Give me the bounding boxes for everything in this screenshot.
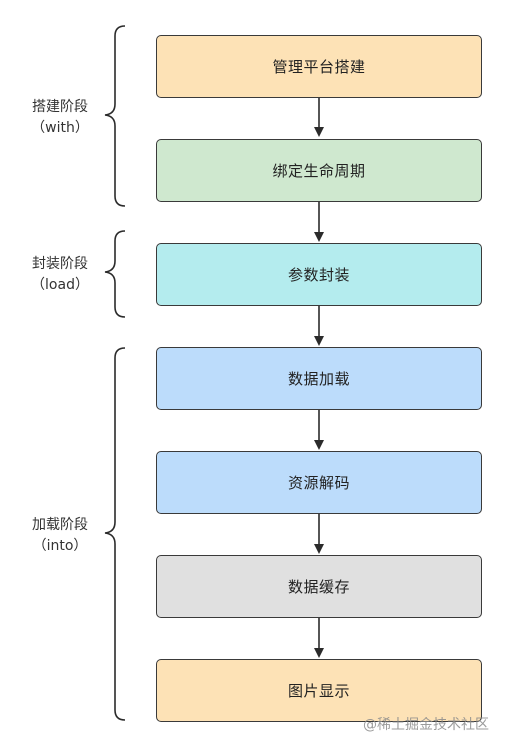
brace-with xyxy=(104,25,126,207)
step-label: 参数封装 xyxy=(287,266,350,284)
phase-sub: （with） xyxy=(31,120,89,136)
step-box-data-load: 数据加载 xyxy=(156,347,482,410)
step-label: 数据缓存 xyxy=(287,578,350,596)
brace-into xyxy=(104,347,126,721)
step-box-param-wrap: 参数封装 xyxy=(156,243,482,306)
step-box-image-display: 图片显示 xyxy=(156,659,482,722)
step-label: 绑定生命周期 xyxy=(272,162,366,180)
phase-sub: （load） xyxy=(31,277,89,293)
phase-name: 加载阶段 xyxy=(32,517,88,533)
phase-name: 搭建阶段 xyxy=(32,99,88,115)
brace-load xyxy=(104,230,126,318)
phase-label-load: 封装阶段 （load） xyxy=(12,254,108,296)
watermark: @稀土掘金技术社区 xyxy=(363,717,489,733)
step-box-platform-setup: 管理平台搭建 xyxy=(156,35,482,98)
step-label: 资源解码 xyxy=(287,474,350,492)
step-label: 数据加载 xyxy=(287,370,350,388)
step-label: 图片显示 xyxy=(287,682,350,700)
phase-sub: （into） xyxy=(32,538,88,554)
phase-label-into: 加载阶段 （into） xyxy=(12,515,108,557)
step-box-data-cache: 数据缓存 xyxy=(156,555,482,618)
step-box-resource-decode: 资源解码 xyxy=(156,451,482,514)
phase-name: 封装阶段 xyxy=(32,256,88,272)
step-label: 管理平台搭建 xyxy=(272,58,366,76)
step-box-bind-lifecycle: 绑定生命周期 xyxy=(156,139,482,202)
phase-label-with: 搭建阶段 （with） xyxy=(12,97,108,139)
